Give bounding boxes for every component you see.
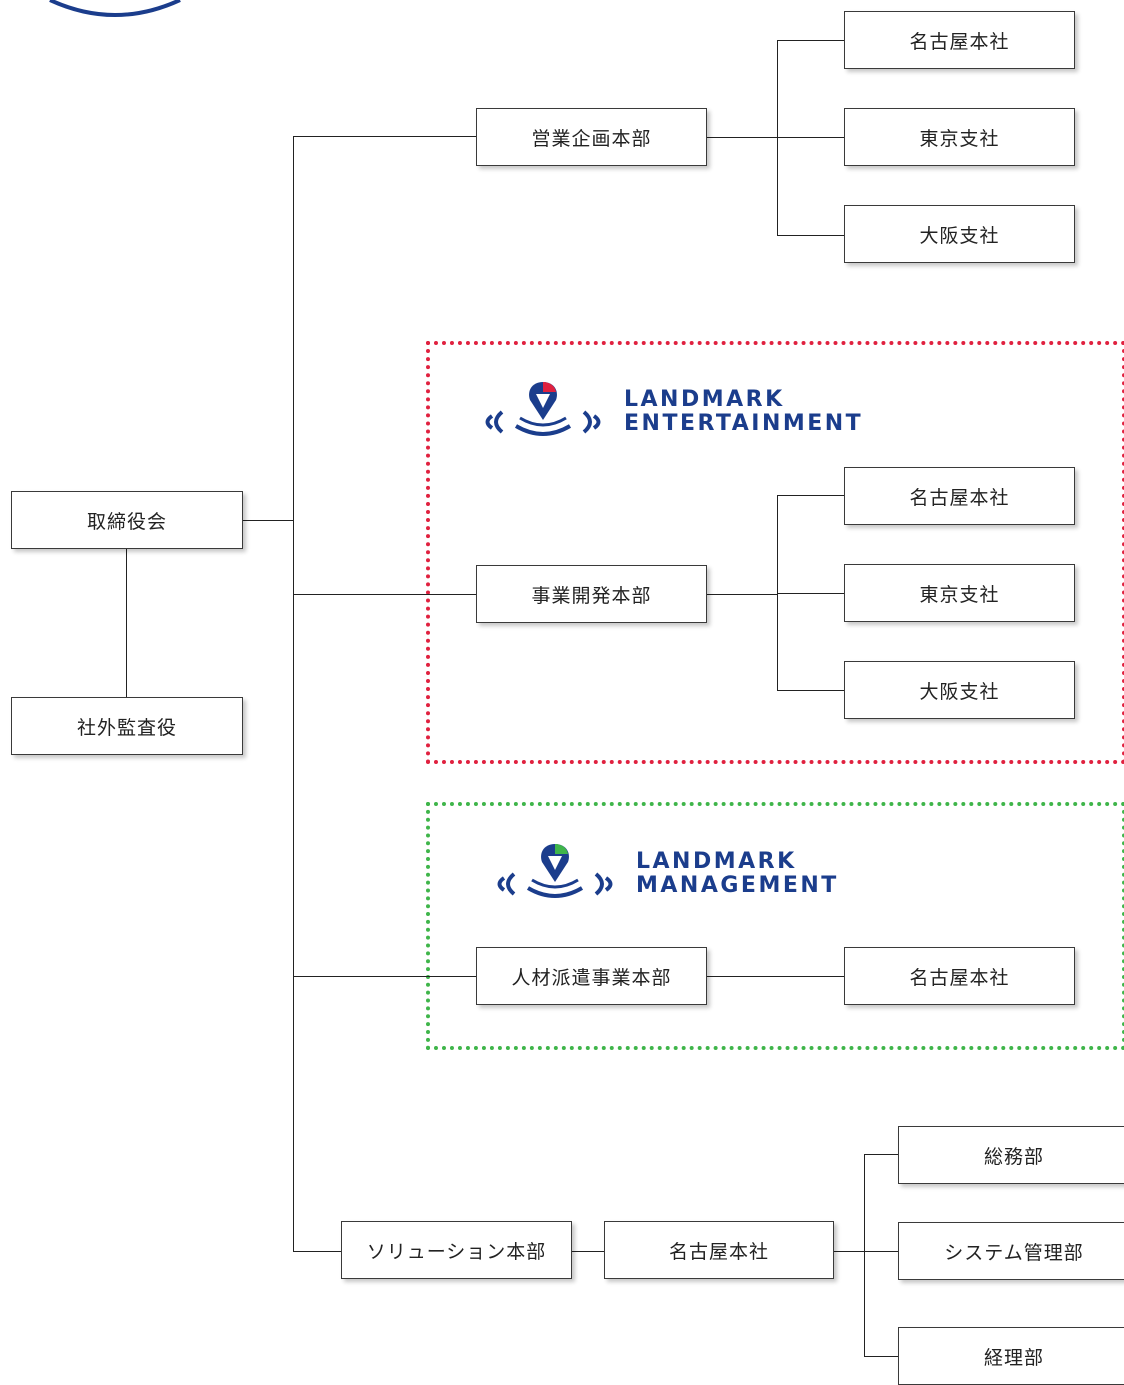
solution-hq-nagoya: 名古屋本社 <box>604 1221 834 1279</box>
sales-branch-osaka: 大阪支社 <box>844 205 1075 263</box>
solution-division-box: ソリューション本部 <box>341 1221 572 1279</box>
staffing-division-box: 人材派遣事業本部 <box>476 947 707 1005</box>
business-dev-division-box: 事業開発本部 <box>476 565 707 623</box>
auditor-box: 社外監査役 <box>11 697 243 755</box>
landmark-pin-ripple-icon <box>497 844 613 898</box>
solution-dept-general-affairs: 総務部 <box>898 1126 1124 1184</box>
solution-dept-system-management: システム管理部 <box>898 1222 1124 1280</box>
management-group-frame <box>426 802 1124 1050</box>
landmark-management-logo: LANDMARK MANAGEMENT <box>490 840 839 908</box>
staffing-branch-nagoya: 名古屋本社 <box>844 947 1075 1005</box>
logo-management-line1: LANDMARK <box>636 849 797 874</box>
partial-logo-arc <box>49 0 181 17</box>
solution-dept-accounting: 経理部 <box>898 1327 1124 1385</box>
bizdev-branch-tokyo: 東京支社 <box>844 564 1075 622</box>
logo-entertainment-line2: ENTERTAINMENT <box>624 411 864 436</box>
bizdev-branch-nagoya: 名古屋本社 <box>844 467 1075 525</box>
logo-management-line2: MANAGEMENT <box>636 873 839 898</box>
landmark-entertainment-logo: LANDMARK ENTERTAINMENT <box>478 378 863 446</box>
bizdev-branch-osaka: 大阪支社 <box>844 661 1075 719</box>
sales-division-box: 営業企画本部 <box>476 108 707 166</box>
logo-entertainment-line1: LANDMARK <box>624 387 785 412</box>
board-box: 取締役会 <box>11 491 243 549</box>
landmark-pin-ripple-icon <box>485 382 601 436</box>
sales-branch-nagoya: 名古屋本社 <box>844 11 1075 69</box>
sales-branch-tokyo: 東京支社 <box>844 108 1075 166</box>
entertainment-group-frame <box>426 341 1124 764</box>
